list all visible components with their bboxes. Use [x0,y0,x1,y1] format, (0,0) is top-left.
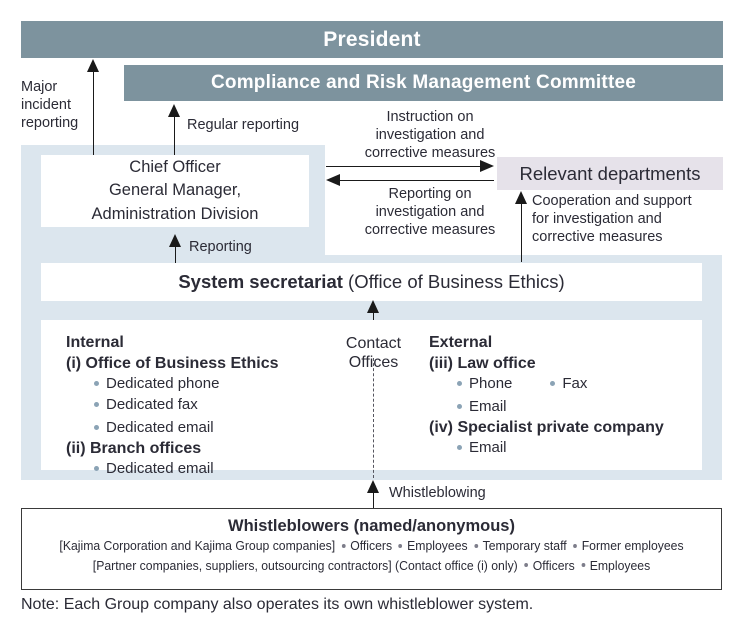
external-group-1-label: (iii) Law office [429,355,536,372]
list-item: Email [429,396,507,417]
secretariat-rest-label: (Office of Business Ethics) [342,271,565,292]
reporting-arrow-head [169,234,181,247]
regular-reporting-arrow-line [174,117,176,157]
cooperation-arrow-line [521,204,523,262]
internal-group-1-label: (i) Office of Business Ethics [66,355,279,372]
contact-offices-box: Internal (i) Office of Business Ethics D… [41,320,702,477]
bullet-dot-icon [581,563,586,568]
president-label: President [323,27,421,51]
regular-reporting-label: Regular reporting [187,117,300,133]
committee-label: Compliance and Risk Management Committee [210,72,637,93]
president-bar: President [21,21,723,58]
contact-offices-dashed-connector [373,358,374,478]
external-group-2-label: (iv) Specialist private company [429,419,664,436]
secretariat-bold-label: System secretariat [178,271,343,292]
instruction-label: Instruction on investigation and correct… [364,109,496,162]
whistleblowers-line-1: [Kajima Corporation and Kajima Group com… [43,536,700,556]
internal-group-1-items-row2: Dedicated email [66,417,356,438]
instruction-arrow-head [480,160,494,172]
whistleblowers-line-1-item-3: Former employees [581,538,684,553]
regular-reporting-arrow-head [168,104,180,117]
external-heading: External [429,334,493,351]
cooperation-support-label: Cooperation and support for investigatio… [532,193,692,246]
whistleblowing-label: Whistleblowing [389,485,486,501]
bullet-dot-icon [573,543,577,548]
internal-group-2-items: Dedicated email [66,458,356,479]
external-group-1-items: Phone Fax [429,373,699,394]
bullet-dot-icon [524,563,529,568]
whistleblowers-line-2-prefix: [Partner companies, suppliers, outsourci… [92,557,518,573]
list-item: Phone [429,373,512,394]
list-item: Dedicated fax [66,394,198,415]
internal-column: Internal (i) Office of Business Ethics D… [66,334,356,481]
internal-heading: Internal [66,334,124,351]
internal-group-1-items: Dedicated phoneDedicated fax [66,373,356,415]
major-incident-arrow-head [87,59,99,72]
contact-to-secretariat-arrow-head [367,300,379,313]
whistleblowers-line-1-prefix: [Kajima Corporation and Kajima Group com… [59,538,336,553]
bullet-dot-icon [398,543,403,548]
bullet-dot-icon [474,543,478,548]
reporting-label: Reporting [189,239,252,255]
whistleblowers-title: Whistleblowers (named/anonymous) [228,517,515,535]
relevant-departments-box: Relevant departments [497,157,723,190]
whistleblowers-line-1-item-0: Officers [350,538,393,553]
internal-group-2-label: (ii) Branch offices [66,440,202,457]
chief-officer-box: Chief Officer General Manager, Administr… [41,155,309,227]
reporting-on-arrow-line [340,180,494,182]
whistleblowers-line-2-item-0: Officers [532,557,575,573]
system-secretariat-box: System secretariat (Office of Business E… [41,263,702,301]
whistleblowing-arrow-line [373,492,375,510]
whistleblowers-line-1-item-1: Employees [407,538,468,553]
relevant-departments-label: Relevant departments [519,162,701,184]
list-item: Dedicated phone [66,373,219,394]
whistleblowers-line-2: [Partner companies, suppliers, outsourci… [43,556,700,576]
bullet-dot-icon [341,543,346,548]
external-column: External (iii) Law office Phone Fax Email… [429,334,699,460]
instruction-arrow-line [326,166,480,168]
list-item: Dedicated email [66,458,214,479]
chief-officer-label: Chief Officer General Manager, Administr… [91,157,259,223]
whistleblowers-line-2-item-1: Employees [589,557,651,573]
contact-to-secretariat-line [373,312,375,322]
reporting-on-label: Reporting on investigation and correctiv… [364,186,496,239]
whistleblowing-arrow-head [367,480,379,493]
whistleblowers-line-1-item-2: Temporary staff [482,538,567,553]
cooperation-arrow-head [515,191,527,204]
compliance-committee-bar: Compliance and Risk Management Committee [124,65,723,101]
list-item: Fax [522,373,587,394]
external-group-2-items: Email [429,437,699,458]
list-item: Dedicated email [66,417,214,438]
list-item: Email [429,437,507,458]
reporting-arrow-line [175,240,177,264]
major-incident-reporting-label: Major incident reporting [21,79,79,132]
reporting-on-arrow-head [326,174,340,186]
external-group-1-items-row2: Email [429,396,699,417]
contact-offices-label: Contact Offices [345,335,402,372]
note-text: Note: Each Group company also operates i… [21,596,534,613]
whistleblowers-box: Whistleblowers (named/anonymous) [Kajima… [21,508,722,590]
major-incident-arrow-line [93,72,95,177]
